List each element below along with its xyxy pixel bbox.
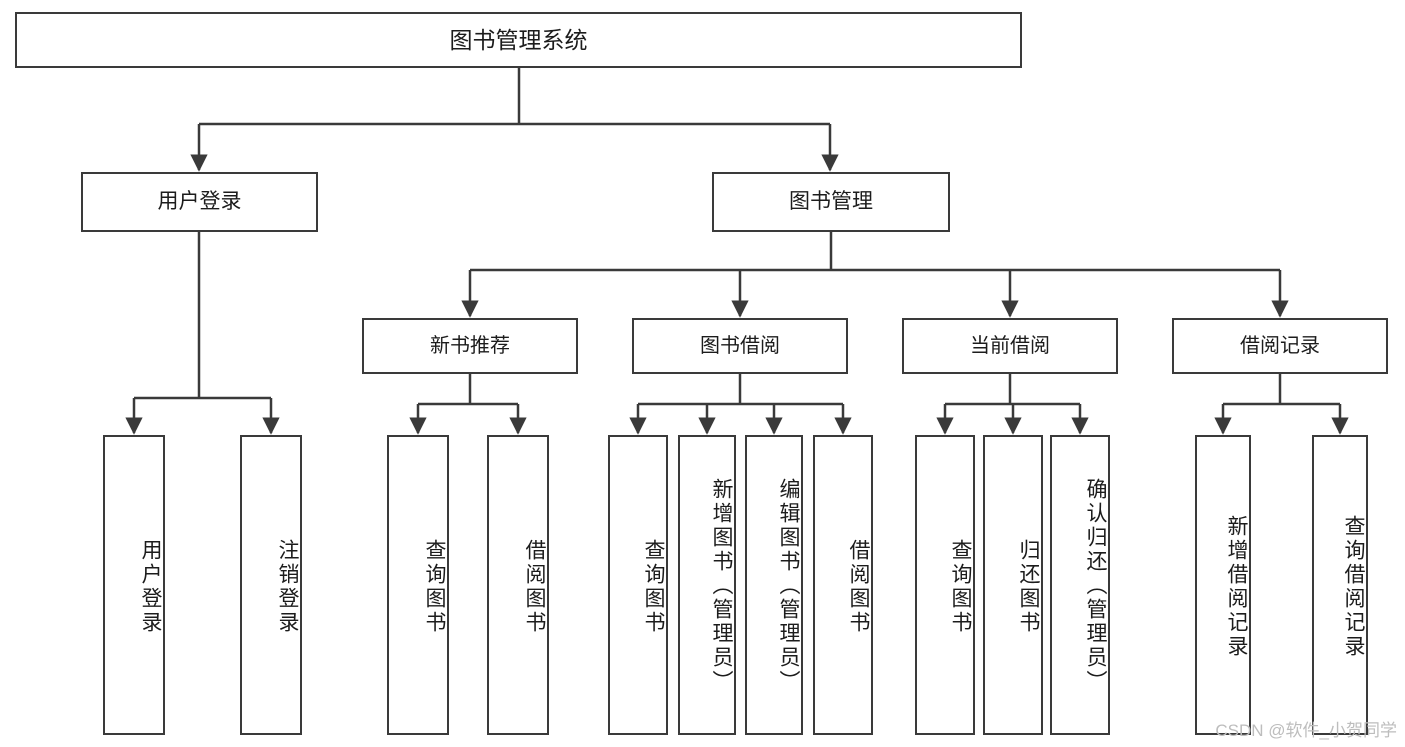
node-leaf-confirm-return-admin[interactable]: 确认归还（管理员） xyxy=(1050,435,1110,735)
node-leaf-user-login[interactable]: 用户登录 xyxy=(103,435,165,735)
node-root-system[interactable]: 图书管理系统 xyxy=(15,12,1022,68)
node-leaf-add-book-admin[interactable]: 新增图书（管理员） xyxy=(678,435,736,735)
node-leaf-borrow-book[interactable]: 借阅图书 xyxy=(813,435,873,735)
node-leaf-edit-book-admin[interactable]: 编辑图书（管理员） xyxy=(745,435,803,735)
node-leaf-query-book-recommend[interactable]: 查询图书 xyxy=(387,435,449,735)
node-leaf-add-borrow-record[interactable]: 新增借阅记录 xyxy=(1195,435,1251,735)
node-new-book-recommend[interactable]: 新书推荐 xyxy=(362,318,578,374)
watermark-text: CSDN @软件_小贺同学 xyxy=(1215,721,1397,740)
node-leaf-return-book[interactable]: 归还图书 xyxy=(983,435,1043,735)
node-book-borrow[interactable]: 图书借阅 xyxy=(632,318,848,374)
node-leaf-query-book-current[interactable]: 查询图书 xyxy=(915,435,975,735)
node-leaf-borrow-book-recommend[interactable]: 借阅图书 xyxy=(487,435,549,735)
node-leaf-query-book-borrow[interactable]: 查询图书 xyxy=(608,435,668,735)
node-borrow-record[interactable]: 借阅记录 xyxy=(1172,318,1388,374)
node-current-borrow[interactable]: 当前借阅 xyxy=(902,318,1118,374)
node-leaf-query-borrow-record[interactable]: 查询借阅记录 xyxy=(1312,435,1368,735)
node-book-management[interactable]: 图书管理 xyxy=(712,172,950,232)
node-user-login[interactable]: 用户登录 xyxy=(81,172,318,232)
node-leaf-logout[interactable]: 注销登录 xyxy=(240,435,302,735)
